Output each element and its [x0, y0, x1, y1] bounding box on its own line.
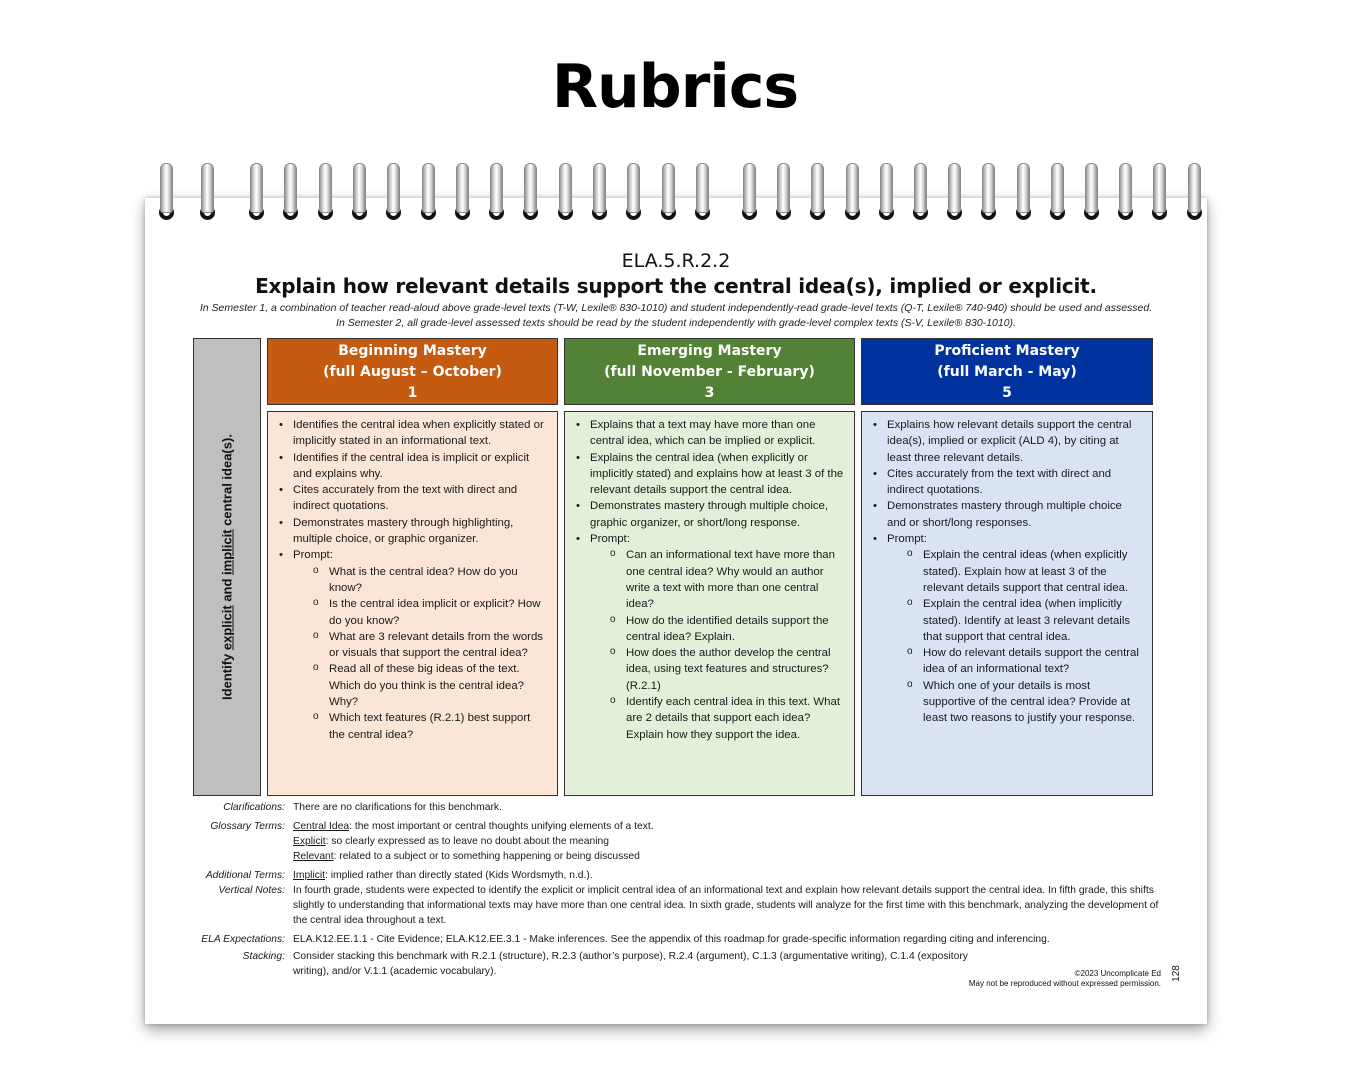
column-score: 3 — [704, 385, 715, 401]
prompt-item: Which text features (R.2.1) best support… — [312, 709, 549, 743]
column-title: Emerging Mastery — [637, 343, 782, 359]
prompt-item: Explain the central idea (when implicitl… — [906, 595, 1144, 645]
list-item: Explains how relevant details support th… — [870, 417, 1144, 466]
prompt-item: Identify each central idea in this text.… — [609, 693, 846, 743]
benchmark-notes: Clarifications: There are no clarificati… — [185, 800, 1175, 979]
expectations-row: ELA Expectations: ELA.K12.EE.1.1 - Cite … — [185, 932, 1175, 947]
benchmark-code: ELA.5.R.2.2 — [621, 250, 731, 272]
banner-title: Rubrics — [551, 52, 799, 122]
glossary-def: : related to a subject or to something h… — [333, 851, 640, 862]
note-label: ELA Expectations: — [201, 934, 285, 945]
column-period: (full August – October) — [323, 364, 502, 380]
glossary-list: Central Idea: the most important or cent… — [293, 819, 1175, 864]
prompt-item: Is the central idea implicit or explicit… — [312, 595, 549, 629]
note-text: Consider stacking this benchmark with R.… — [293, 951, 968, 977]
column-period: (full March - May) — [937, 364, 1077, 380]
note-text: ELA.K12.EE.1.1 - Cite Evidence; ELA.K12.… — [293, 934, 1050, 945]
note-text: Implicit: implied rather than directly s… — [293, 868, 1175, 883]
prompt-item: How do the identified details support th… — [609, 612, 846, 646]
list-item: Demonstrates mastery through highlightin… — [276, 515, 549, 548]
column-body-beginning: Identifies the central idea when explici… — [267, 411, 558, 796]
column-body-emerging: Explains that a text may have more than … — [564, 411, 855, 796]
note-label: Stacking: — [242, 951, 285, 962]
prompt-item: Explain the central ideas (when explicit… — [906, 546, 1144, 596]
column-body-proficient: Explains how relevant details support th… — [861, 411, 1153, 796]
list-item: Cites accurately from the text with dire… — [870, 466, 1144, 499]
column-title: Beginning Mastery — [338, 343, 487, 359]
vertical-notes-row: Vertical Notes: In fourth grade, student… — [185, 883, 1175, 928]
column-header-beginning: Beginning Mastery (full August – October… — [267, 338, 558, 405]
side-label-text: Identify explicit and implicit central i… — [219, 434, 235, 700]
glossary-item: Relevant: related to a subject or to som… — [293, 849, 1175, 864]
page-number: 128 — [1171, 965, 1183, 982]
column-header-emerging: Emerging Mastery (full November - Februa… — [564, 338, 855, 405]
clarifications-row: Clarifications: There are no clarificati… — [185, 800, 1175, 815]
note-label: Vertical Notes: — [218, 885, 285, 896]
prompt-item: Read all of these big ideas of the text.… — [312, 660, 549, 710]
prompt-item: What is the central idea? How do you kno… — [312, 563, 549, 597]
note-label: Clarifications: — [223, 802, 285, 813]
additional-terms-row: Additional Terms: Implicit: implied rath… — [185, 868, 1175, 883]
column-score: 1 — [407, 385, 418, 401]
glossary-row: Glossary Terms: Central Idea: the most i… — [185, 819, 1175, 864]
list-item: Identifies the central idea when explici… — [276, 417, 549, 450]
note-label: Glossary Terms: — [210, 821, 285, 832]
note-text: There are no clarifications for this ben… — [293, 802, 502, 813]
glossary-def: : so clearly expressed as to leave no do… — [325, 836, 609, 847]
prompt-label: Prompt: — [276, 547, 549, 564]
glossary-term: Relevant — [293, 851, 334, 862]
list-item: Demonstrates mastery through multiple ch… — [573, 498, 846, 531]
prompt-label: Prompt: — [573, 531, 846, 548]
glossary-term: Central Idea — [293, 821, 350, 832]
rubric-page: ELA.5.R.2.2 Explain how relevant details… — [145, 198, 1207, 1024]
list-item: Identifies if the central idea is implic… — [276, 450, 549, 483]
column-period: (full November - February) — [604, 364, 815, 380]
list-item: Explains the central idea (when explicit… — [573, 450, 846, 499]
column-header-proficient: Proficient Mastery (full March - May) 5 — [861, 338, 1153, 405]
glossary-term: Implicit — [293, 870, 326, 881]
glossary-def: : implied rather than directly stated (K… — [325, 870, 593, 881]
copyright-line: ©2023 Uncomplicate Ed — [1074, 969, 1161, 978]
prompt-item: How do relevant details support the cent… — [906, 644, 1144, 678]
glossary-term: Explicit — [293, 836, 326, 847]
column-title: Proficient Mastery — [934, 343, 1080, 359]
glossary-item: Explicit: so clearly expressed as to lea… — [293, 834, 1175, 849]
list-item: Cites accurately from the text with dire… — [276, 482, 549, 515]
prompt-item: Can an informational text have more than… — [609, 546, 846, 612]
stacking-row: Stacking: Consider stacking this benchma… — [185, 949, 1175, 979]
glossary-def: : the most important or central thoughts… — [349, 821, 654, 832]
semester-intro: In Semester 1, a combination of teacher … — [199, 302, 1153, 329]
list-item: Explains that a text may have more than … — [573, 417, 846, 450]
glossary-item: Central Idea: the most important or cent… — [293, 819, 1175, 834]
benchmark-headline: Explain how relevant details support the… — [255, 274, 1097, 298]
list-item: Demonstrates mastery through multiple ch… — [870, 498, 1144, 531]
side-label: Identify explicit and implicit central i… — [193, 338, 261, 796]
prompt-item: How does the author develop the central … — [609, 644, 846, 694]
column-score: 5 — [1002, 385, 1012, 401]
note-text: In fourth grade, students were expected … — [293, 885, 1159, 926]
copyright-line: May not be reproduced without expressed … — [968, 979, 1161, 988]
copyright: ©2023 Uncomplicate Ed May not be reprodu… — [969, 969, 1161, 989]
prompt-item: Which one of your details is most suppor… — [906, 677, 1144, 727]
prompt-item: What are 3 relevant details from the wor… — [312, 628, 549, 662]
prompt-label: Prompt: — [870, 531, 1144, 548]
note-label: Additional Terms: — [205, 870, 285, 881]
document-body: ELA.5.R.2.2 Explain how relevant details… — [145, 198, 1207, 1024]
